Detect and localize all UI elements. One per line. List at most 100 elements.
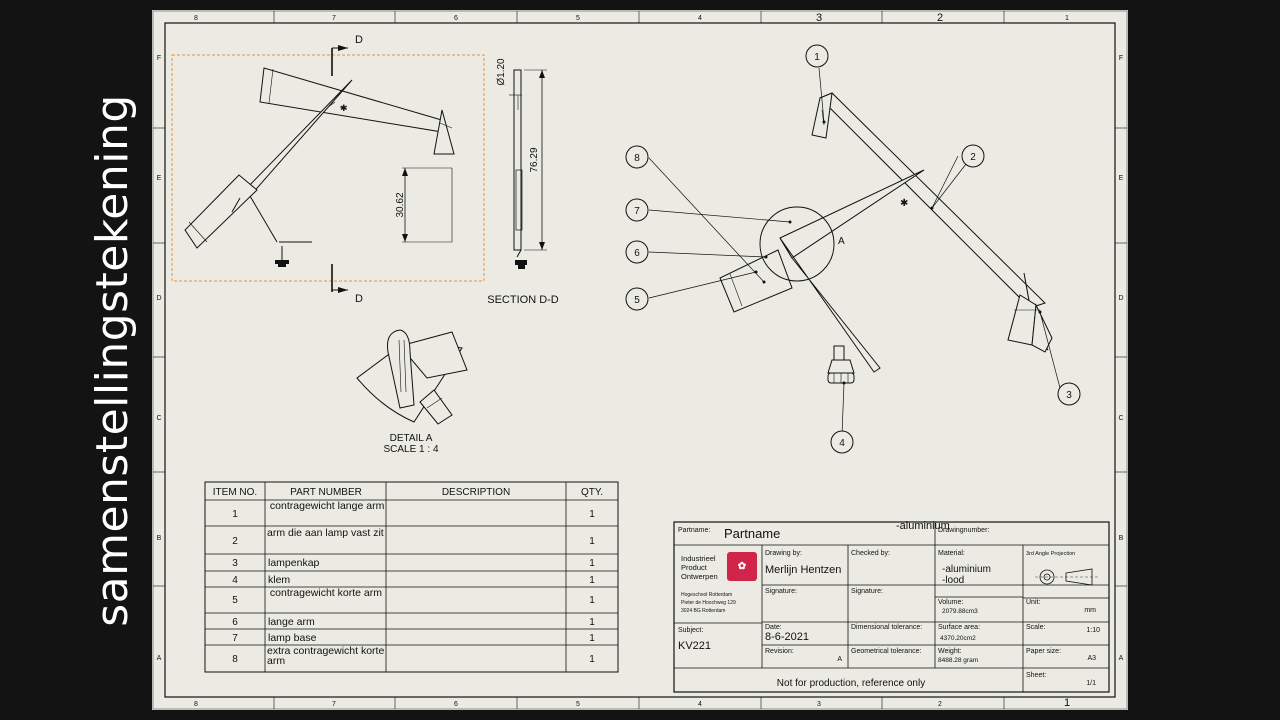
tb-geo-tol-label: Geometrical tolerance:: [851, 648, 921, 655]
bom-qty: 1: [589, 575, 595, 586]
bom-header: ITEM NO.: [213, 487, 257, 498]
slide-title-container: samenstellingstekening: [72, 0, 152, 720]
tb-signature-label: Signature:: [851, 588, 883, 595]
bom-table: ITEM NO. PART NUMBER DESCRIPTION QTY. 1 …: [204, 481, 619, 673]
row-label-left: C: [156, 415, 161, 422]
balloon-2[interactable]: 2: [961, 144, 985, 168]
balloon-number: 8: [634, 153, 640, 164]
row-label-right: F: [1119, 55, 1123, 62]
cut-label-top: D: [355, 34, 363, 46]
dim-diameter: Ø1.20: [496, 58, 507, 86]
tb-unit-label: Unit:: [1026, 599, 1040, 606]
col-label-top: 3: [816, 12, 822, 24]
bom-row: 4 klem 1: [232, 574, 595, 586]
tb-material-line-1: -aluminium: [942, 564, 991, 575]
tb-org-line-3: Ontwerpen: [681, 572, 718, 581]
view-selection-box: [171, 54, 485, 282]
balloon-5[interactable]: 5: [625, 287, 649, 311]
balloon-6[interactable]: 6: [625, 240, 649, 264]
bom-item: 3: [232, 558, 238, 569]
row-label-right: D: [1118, 295, 1123, 302]
tb-sheet-value: 1/1: [1086, 680, 1096, 687]
col-label-bottom: 5: [576, 701, 580, 708]
slide-title: samenstellingstekening: [86, 93, 138, 627]
col-label-bottom: 3: [817, 701, 821, 708]
tb-sheet-label: Sheet:: [1026, 672, 1046, 679]
bom-item: 7: [232, 633, 238, 644]
balloon-number: 1: [814, 52, 820, 63]
bom-item: 6: [232, 617, 238, 628]
bom-header: QTY.: [581, 487, 603, 498]
tb-dim-tol-label: Dimensional tolerance:: [851, 624, 922, 631]
detail-caption-1: DETAIL A: [390, 433, 433, 444]
tb-revision-value: A: [837, 656, 842, 663]
tb-weight-label: Weight:: [938, 648, 962, 655]
iso-view[interactable]: ✱ A: [625, 44, 1081, 454]
bom-row: 5 contragewicht korte arm 1: [232, 588, 595, 606]
col-label-bottom: 4: [698, 701, 702, 708]
section-view[interactable]: D D ✱ 30.62: [171, 34, 559, 306]
pivot-mark: ✱: [340, 103, 348, 113]
dim-height: 30.62: [395, 192, 406, 217]
tb-subject-label: Subject:: [678, 627, 703, 634]
tb-subject-value: KV221: [678, 640, 711, 652]
dim-length: 76.29: [529, 147, 540, 172]
tb-paper-value: A3: [1087, 655, 1096, 662]
balloon-number: 6: [634, 248, 640, 259]
bom-part: klem: [268, 574, 290, 586]
bom-qty: 1: [589, 509, 595, 520]
title-block: Partname: Drawingnumber: Drawing by: Che…: [673, 520, 1110, 693]
bom-qty: 1: [589, 595, 595, 606]
tb-paper-label: Paper size:: [1026, 648, 1061, 655]
row-label-right: B: [1119, 535, 1124, 542]
tb-volume-value: 2079.88cm3: [942, 608, 978, 615]
col-label-top: 8: [194, 15, 198, 22]
row-label-right: E: [1119, 175, 1124, 182]
balloon-8[interactable]: 8: [625, 145, 649, 169]
bom-item: 5: [232, 595, 238, 606]
tb-weight-value: 8488.28 gram: [938, 657, 978, 664]
tb-revision-label: Revision:: [765, 648, 794, 655]
bom-part: lamp base: [268, 632, 317, 644]
bom-qty: 1: [589, 536, 595, 547]
row-label-left: D: [156, 295, 161, 302]
tb-surface-value: 4370.20cm2: [940, 635, 976, 642]
balloon-1[interactable]: 1: [805, 44, 829, 68]
bom-part: extra contragewicht korte arm: [267, 646, 385, 667]
tb-overlay-text: -aluminium: [896, 520, 950, 532]
tb-org-line-1: Industrieel: [681, 554, 716, 563]
cut-label-bottom: D: [355, 293, 363, 305]
col-label-bottom: 1: [1064, 697, 1070, 709]
tb-date-value: 8-6-2021: [765, 631, 809, 643]
bom-row: 3 lampenkap 1: [232, 557, 595, 569]
section-caption: SECTION D-D: [487, 294, 559, 306]
col-label-top: 4: [698, 15, 702, 22]
balloon-7[interactable]: 7: [625, 198, 649, 222]
sheet-inner-border: [164, 22, 1116, 698]
detail-marker-a: A: [838, 236, 845, 247]
bom-header: DESCRIPTION: [442, 487, 510, 498]
tb-drawing-by-label: Drawing by:: [765, 550, 802, 557]
detail-caption-2: SCALE 1 : 4: [383, 444, 438, 455]
row-label-left: E: [157, 175, 162, 182]
balloon-number: 4: [839, 438, 845, 449]
balloon-3[interactable]: 3: [1057, 382, 1081, 406]
balloon-4[interactable]: 4: [830, 430, 854, 454]
sheet-outer-border: [152, 10, 1128, 710]
tb-drawing-by-value: Merlijn Hentzen: [765, 564, 841, 576]
tb-material-line-2: -lood: [942, 575, 964, 586]
bom-part: contragewicht lange arm: [267, 501, 385, 512]
third-angle-projection-icon: [1035, 568, 1098, 586]
bom-part: arm die aan lamp vast zit: [267, 528, 384, 539]
bom-part: lange arm: [268, 616, 315, 628]
bom-item: 1: [232, 509, 238, 520]
col-label-top: 6: [454, 15, 458, 22]
tb-checked-by-label: Checked by:: [851, 550, 890, 557]
bom-item: 8: [232, 654, 238, 665]
bom-item: 2: [232, 536, 238, 547]
col-label-top: 7: [332, 15, 336, 22]
drawing-canvas: 8 7 6 5 4 3 2 1 8 7 6 5 4 3 2 1 F E D C …: [152, 10, 1128, 710]
detail-view[interactable]: DETAIL A SCALE 1 : 4: [356, 329, 468, 455]
row-label-left: F: [157, 55, 161, 62]
col-label-bottom: 6: [454, 701, 458, 708]
